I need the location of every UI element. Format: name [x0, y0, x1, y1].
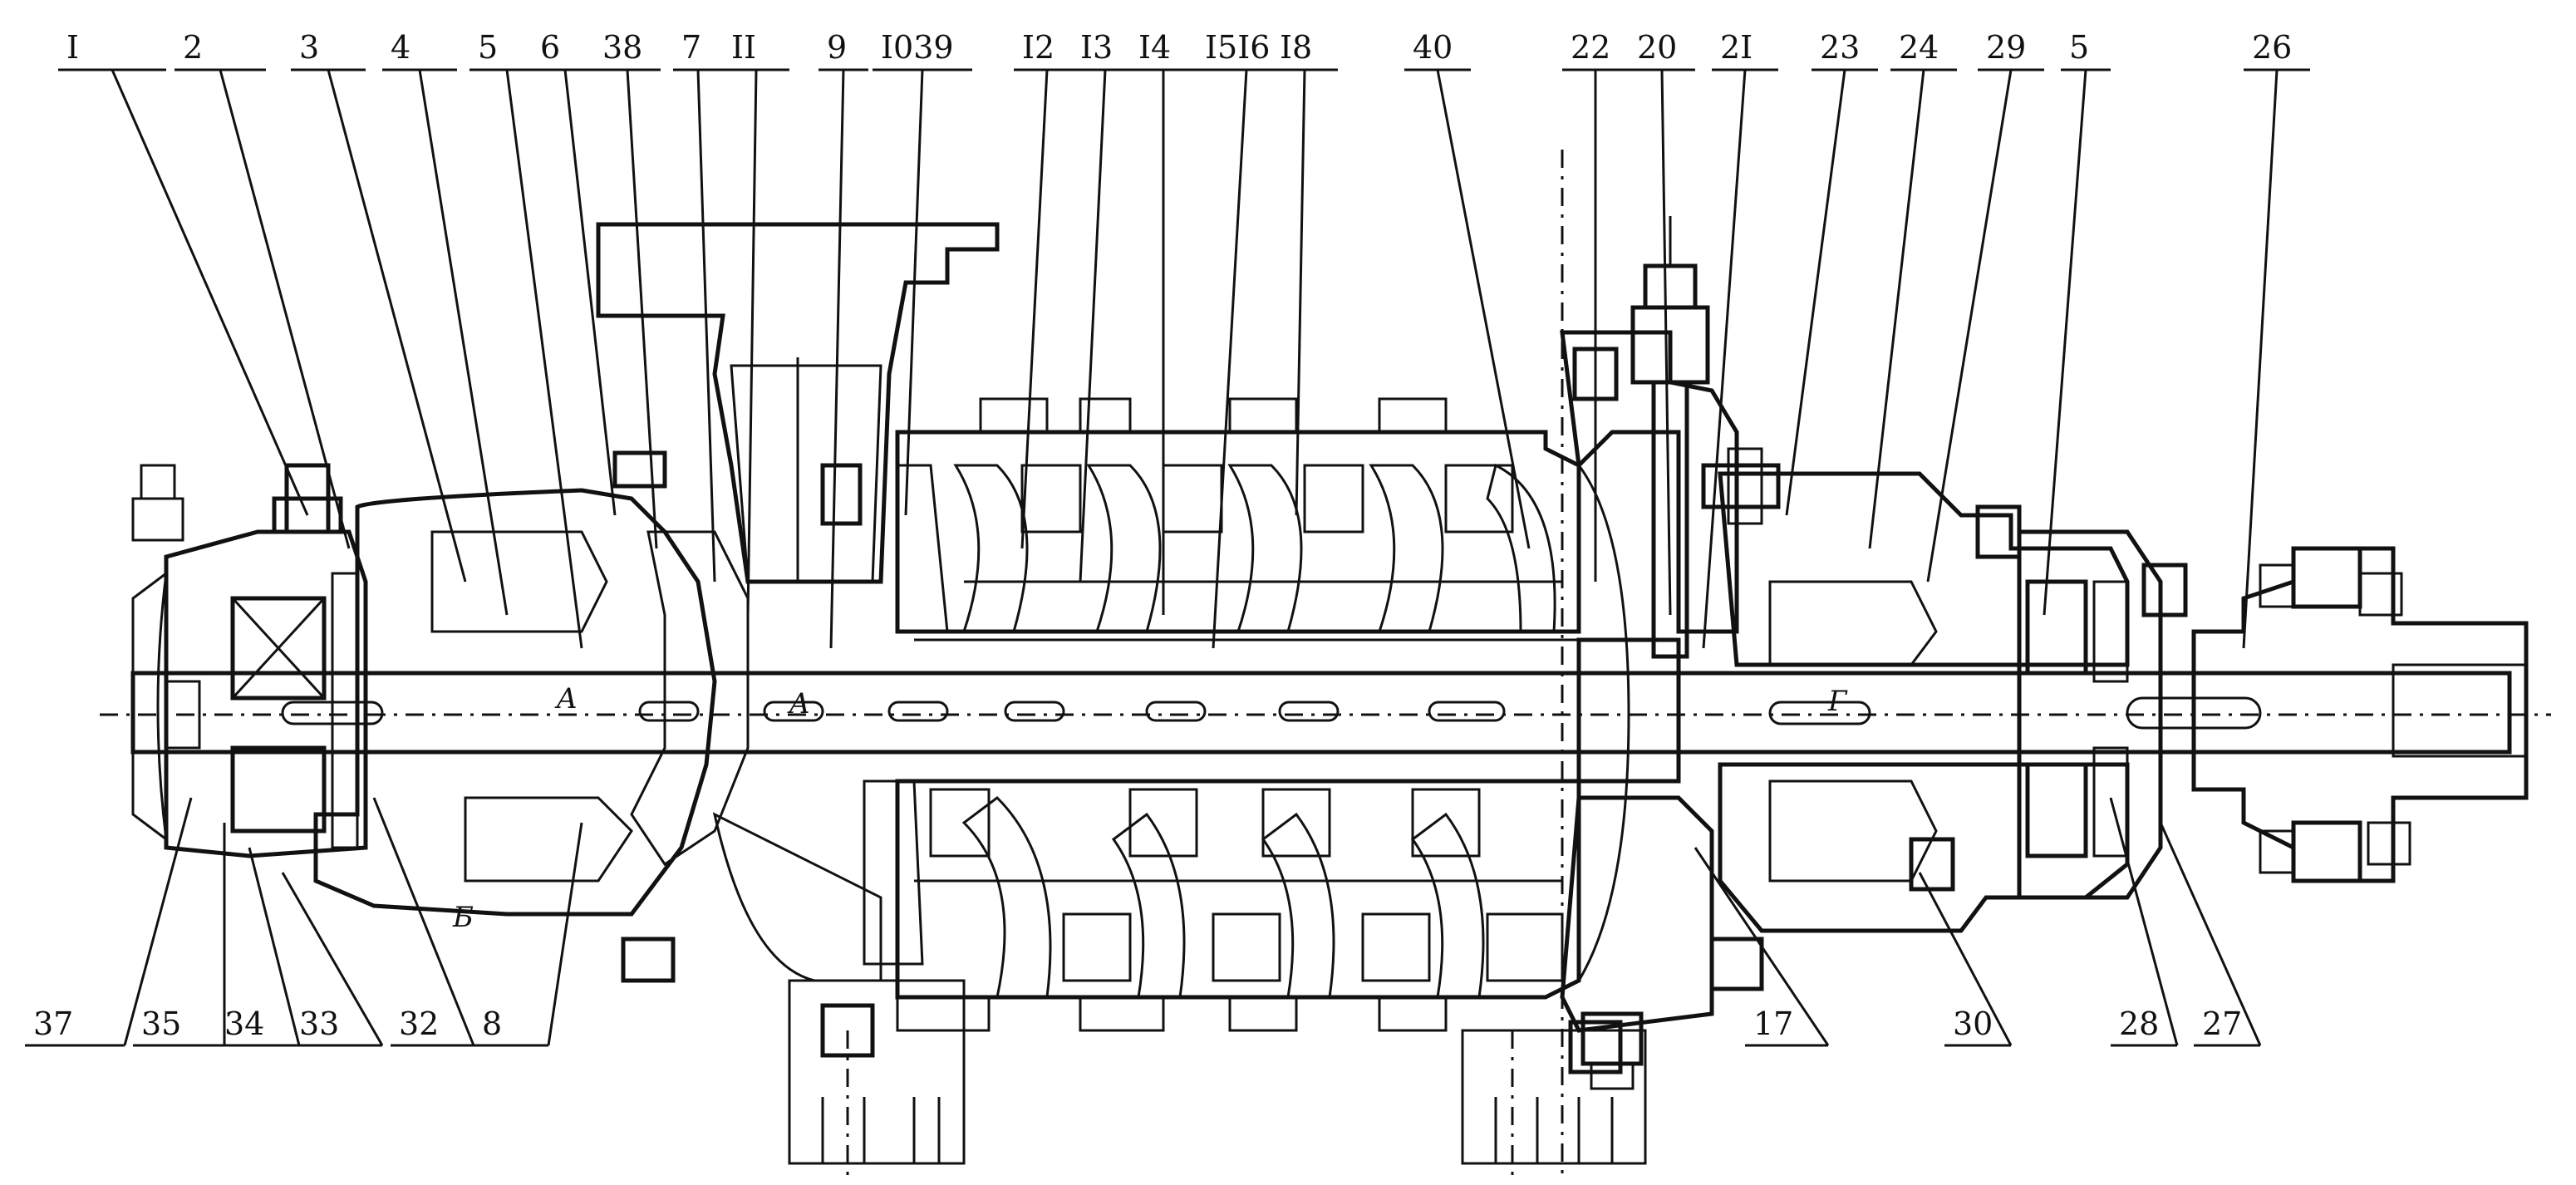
callout-top-7-7: 7 — [681, 29, 701, 66]
callout-top-i5i6-14: I5I6 — [1205, 29, 1270, 66]
leader-top-11 — [1020, 69, 1049, 549]
leader-top-19 — [1702, 69, 1747, 649]
callout-bottom-17-6: 17 — [1753, 1006, 1793, 1042]
leader-top-8 — [746, 69, 758, 616]
callout-top-20-18: 20 — [1637, 29, 1677, 66]
callout-bottom-34-2: 34 — [224, 1006, 264, 1042]
callout-top-5-4: 5 — [478, 29, 498, 66]
leader-top-2 — [327, 69, 467, 583]
callout-bottom-28-8: 28 — [2119, 1006, 2159, 1042]
right-end-bearing — [2017, 529, 2188, 900]
leader-bottom-2 — [248, 847, 301, 1046]
callout-top-29-22: 29 — [1986, 29, 2026, 66]
callout-bottom-37-0: 37 — [33, 1006, 73, 1042]
leader-top-9 — [829, 69, 845, 649]
leader-bottom-3 — [281, 872, 384, 1046]
bottom-callout-labels: 37 35 34 33 32 8 17 30 28 27 — [33, 1006, 2242, 1042]
left-bearing-housing — [131, 464, 368, 858]
section-mark-0: A — [554, 682, 578, 715]
stage-casings-upper — [895, 397, 1581, 642]
balance-pipe — [1630, 216, 1710, 659]
callout-top-38-6: 38 — [602, 29, 642, 66]
main-shaft — [130, 637, 2512, 784]
leader-top-1 — [219, 69, 351, 549]
leader-top-7 — [696, 69, 716, 583]
pump-feet — [788, 979, 1647, 1165]
leader-top-0 — [111, 69, 309, 516]
callout-top-i-0: I — [66, 29, 79, 66]
leader-bottom-9 — [2159, 822, 2262, 1046]
center-lines — [100, 150, 2551, 1180]
leader-top-20 — [1785, 69, 1846, 516]
callout-top-i4-13: I4 — [1138, 29, 1171, 66]
callout-bottom-33-3: 33 — [299, 1006, 339, 1042]
leader-top-21 — [1868, 69, 1925, 549]
leader-bottom-5 — [547, 822, 583, 1046]
callout-top-23-20: 23 — [1820, 29, 1860, 66]
leader-top-24 — [2242, 69, 2279, 649]
leader-bottom-4 — [372, 797, 475, 1046]
callout-top-ii-8: II — [731, 29, 756, 66]
callout-top-2-1: 2 — [183, 29, 203, 66]
callout-top-9-9: 9 — [827, 29, 847, 66]
leader-top-18 — [1660, 69, 1672, 616]
callout-top-3-2: 3 — [299, 29, 319, 66]
callout-bottom-32-4: 32 — [399, 1006, 439, 1042]
leader-bottom-6 — [1694, 847, 1830, 1046]
leader-top-23 — [2043, 69, 2087, 616]
stage-casings-lower — [863, 779, 1581, 1032]
leader-top-4 — [505, 69, 583, 649]
callout-bottom-35-1: 35 — [141, 1006, 181, 1042]
leader-top-12 — [1079, 69, 1107, 583]
callout-top-22-17: 22 — [1571, 29, 1610, 66]
callout-bottom-8-5: 8 — [482, 1006, 502, 1042]
callout-top-i8-15: I8 — [1280, 29, 1312, 66]
section-mark-3: Г — [1827, 685, 1848, 718]
callout-top-4-3: 4 — [391, 29, 410, 66]
leader-top-14 — [1212, 69, 1248, 649]
leader-lines — [25, 68, 2310, 1047]
left-suction-casing — [313, 488, 882, 982]
callout-top-i2-11: I2 — [1022, 29, 1054, 66]
left-bolts — [272, 450, 863, 983]
callout-top-6-5: 6 — [540, 29, 560, 66]
section-view-labels: A A Б Г — [452, 682, 1848, 934]
pump-geometry — [100, 150, 2551, 1180]
callout-top-5-23: 5 — [2069, 29, 2089, 66]
callout-bottom-30-7: 30 — [1953, 1006, 1993, 1042]
callout-top-24-21: 24 — [1899, 29, 1939, 66]
suction-nozzle — [596, 222, 1000, 584]
coupling-half — [2191, 546, 2529, 883]
leader-bottom-0 — [123, 797, 193, 1046]
leader-top-15 — [1295, 69, 1306, 516]
leader-top-22 — [1926, 69, 2013, 583]
leader-bottom-8 — [2109, 797, 2179, 1046]
callout-bottom-27-9: 27 — [2202, 1006, 2242, 1042]
section-mark-1: A — [787, 687, 810, 720]
callout-top-2i-19: 2I — [1720, 29, 1753, 66]
callout-top-40-16: 40 — [1413, 29, 1453, 66]
leader-top-3 — [418, 69, 509, 616]
section-mark-2: Б — [452, 901, 474, 934]
callout-top-i3-12: I3 — [1080, 29, 1113, 66]
leader-top-16 — [1436, 69, 1531, 549]
leader-bottom-7 — [1918, 872, 2013, 1046]
leader-top-6 — [626, 69, 658, 549]
leader-top-10 — [904, 69, 924, 516]
callout-top-26-24: 26 — [2252, 29, 2292, 66]
leader-top-5 — [563, 69, 617, 516]
callout-top-i039-10: I039 — [881, 29, 954, 66]
